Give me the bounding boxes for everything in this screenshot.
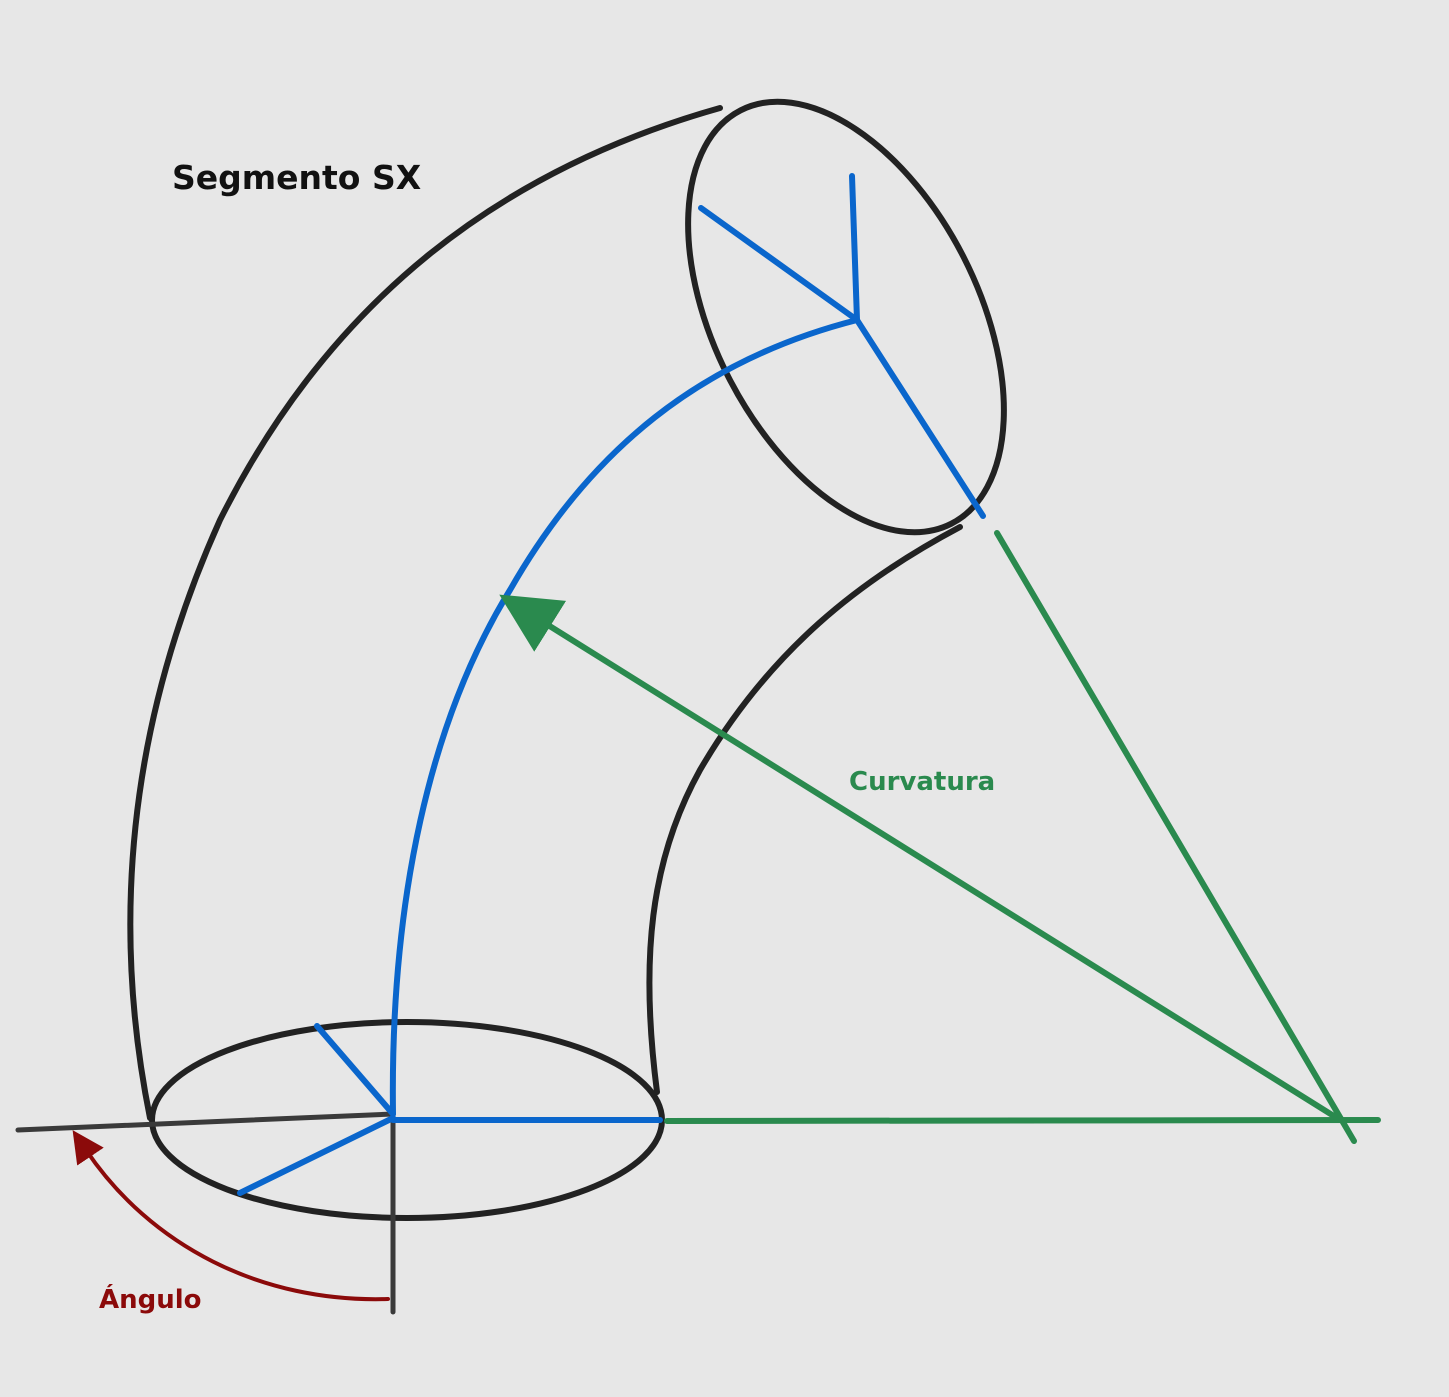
curvature-label: Curvatura <box>849 767 996 797</box>
top-radius-left <box>698 205 860 323</box>
top-opening-ellipse <box>685 98 1007 536</box>
angle-arc-arrow <box>72 1130 390 1302</box>
pipe-outline <box>127 98 1007 1221</box>
top-radius-down <box>854 317 986 519</box>
centerline-arc <box>389 317 860 1117</box>
curvature-side-line <box>994 530 1357 1144</box>
angle-group <box>72 1130 390 1302</box>
diagram-title: Segmento SX <box>172 158 422 197</box>
reference-axes <box>15 1111 396 1315</box>
centerline-group <box>237 173 986 1196</box>
curvature-group <box>499 530 1381 1144</box>
curvature-radius-arrow <box>499 594 1340 1121</box>
angle-label: Ángulo <box>99 1285 202 1315</box>
outer-arc <box>127 105 723 1121</box>
bottom-radius-lower-left <box>237 1115 396 1196</box>
top-radius-up <box>849 173 860 323</box>
horizontal-reference-line <box>15 1111 396 1133</box>
inner-arc <box>646 524 963 1095</box>
bottom-radius-upper-left <box>314 1023 396 1117</box>
curvature-baseline <box>664 1117 1381 1124</box>
